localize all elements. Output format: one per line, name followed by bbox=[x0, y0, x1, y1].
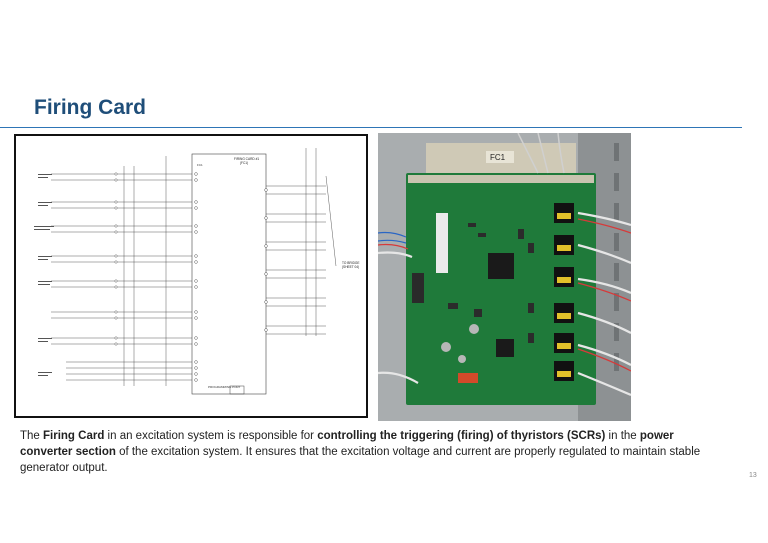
left-input-wiring bbox=[51, 156, 192, 386]
contact-symbols bbox=[114, 172, 198, 382]
wires bbox=[378, 211, 631, 397]
enclosure-vents bbox=[614, 143, 619, 371]
caption-bold-controlling: controlling the triggering (firing) of t… bbox=[317, 430, 606, 442]
bridge-label-line1: TO BRIDGE bbox=[342, 261, 359, 265]
slide-title: Firing Card bbox=[34, 96, 147, 119]
small-components bbox=[448, 223, 534, 343]
caption-text-2: in an excitation system is responsible f… bbox=[104, 430, 318, 442]
card-title-line2: (FC1) bbox=[240, 161, 248, 165]
right-output-wiring bbox=[266, 148, 337, 336]
pcb-label: FC1 bbox=[490, 153, 506, 162]
title-divider bbox=[0, 127, 742, 128]
fc-ref-label: FC1 bbox=[197, 163, 203, 167]
firing-card-photo: FC1 bbox=[378, 133, 631, 421]
caption-bold-power-converter: power converter section bbox=[20, 430, 674, 458]
description-paragraph: The Firing Card in an excitation system … bbox=[20, 428, 720, 476]
relay-labels bbox=[557, 213, 571, 377]
caption-text-1: The bbox=[20, 430, 44, 442]
pcb-illustration: FC1 bbox=[378, 133, 631, 421]
caption-bold-firing-card: Firing Card bbox=[43, 430, 105, 442]
left-label-stubs bbox=[34, 174, 54, 376]
blue-wires bbox=[378, 231, 407, 244]
card-title-line1: FIRING CARD #1 bbox=[234, 157, 259, 161]
caption-text-3: in the bbox=[605, 430, 640, 442]
output-terminals bbox=[264, 188, 268, 332]
caption-text-4: of the excitation system. It ensures tha… bbox=[20, 446, 701, 474]
schematic-drawing: FIRING CARD #1 (FC1) FC1 PROGRAMMING POR… bbox=[34, 148, 359, 395]
top-cables bbox=[517, 133, 565, 174]
bridge-label-line2: (SHEET 04) bbox=[342, 265, 359, 269]
card-outline bbox=[191, 153, 267, 395]
programming-port bbox=[229, 385, 245, 395]
programming-port-label: PROGRAMMING PORT bbox=[208, 385, 241, 389]
red-wires bbox=[378, 218, 631, 372]
firing-card-schematic: FIRING CARD #1 (FC1) FC1 PROGRAMMING POR… bbox=[14, 134, 368, 418]
page-number: 13 bbox=[749, 472, 757, 479]
capacitors bbox=[441, 324, 479, 363]
